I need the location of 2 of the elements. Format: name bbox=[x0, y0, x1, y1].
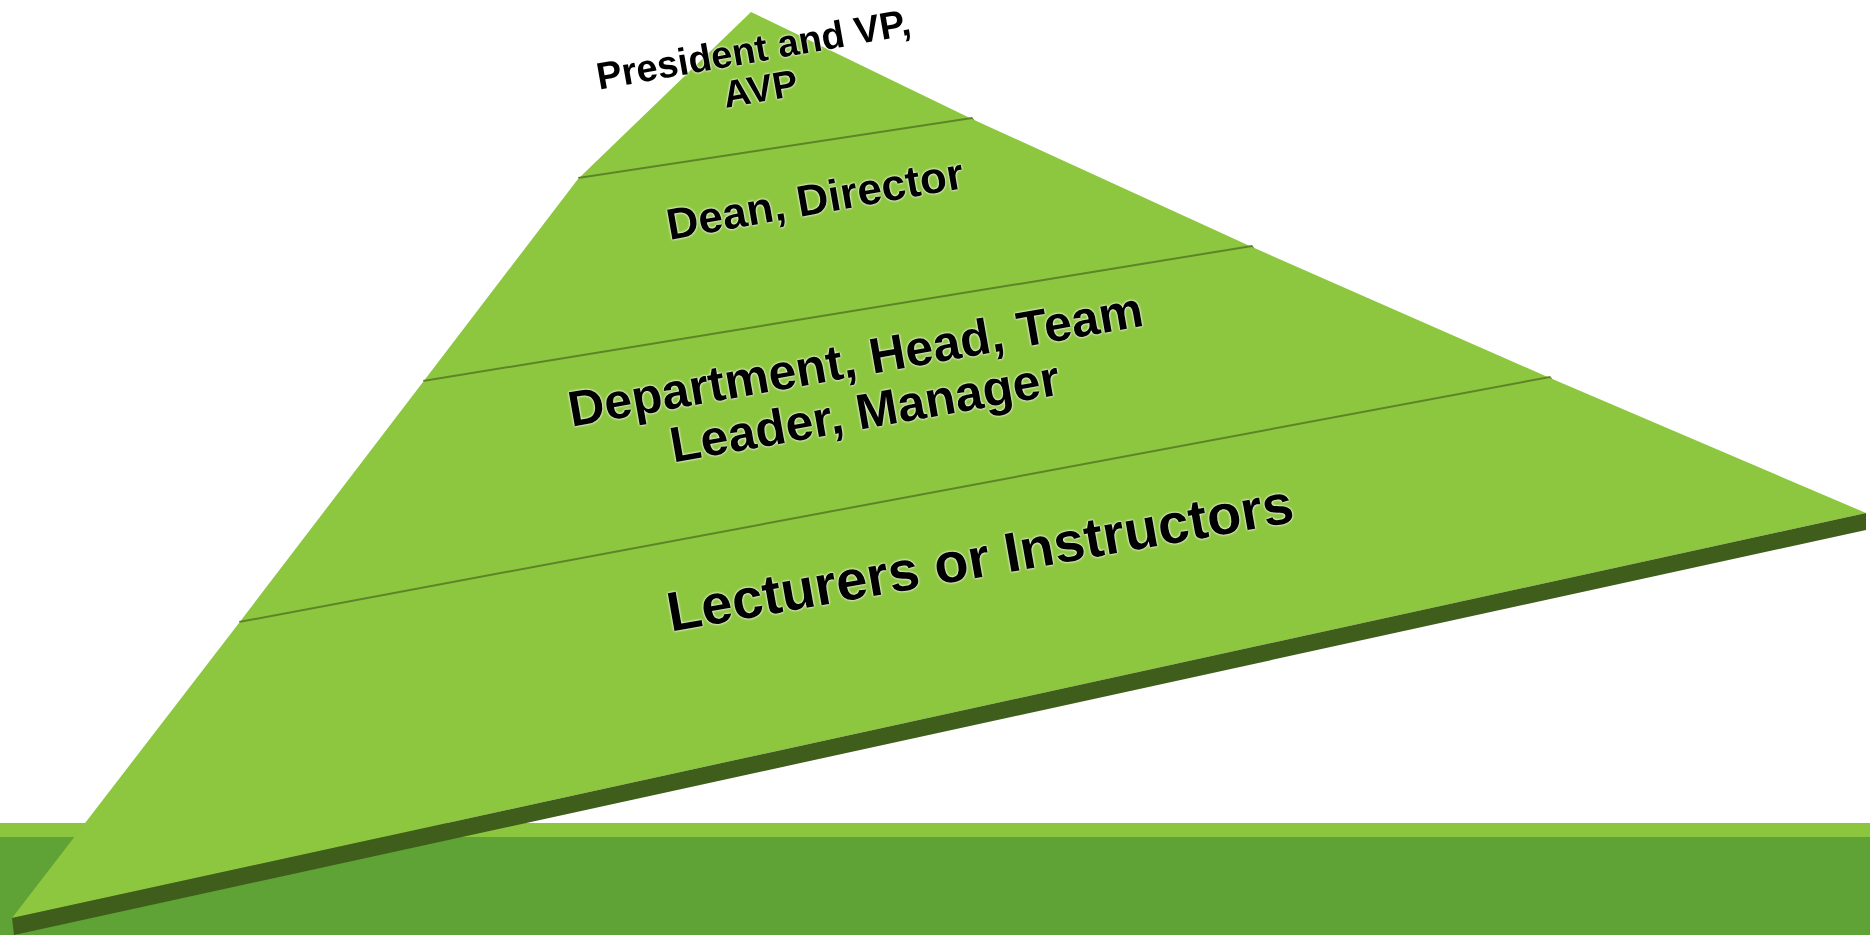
level-title: Dean, Director bbox=[661, 147, 969, 251]
level-title: President and VP, AVP bbox=[592, 2, 915, 118]
